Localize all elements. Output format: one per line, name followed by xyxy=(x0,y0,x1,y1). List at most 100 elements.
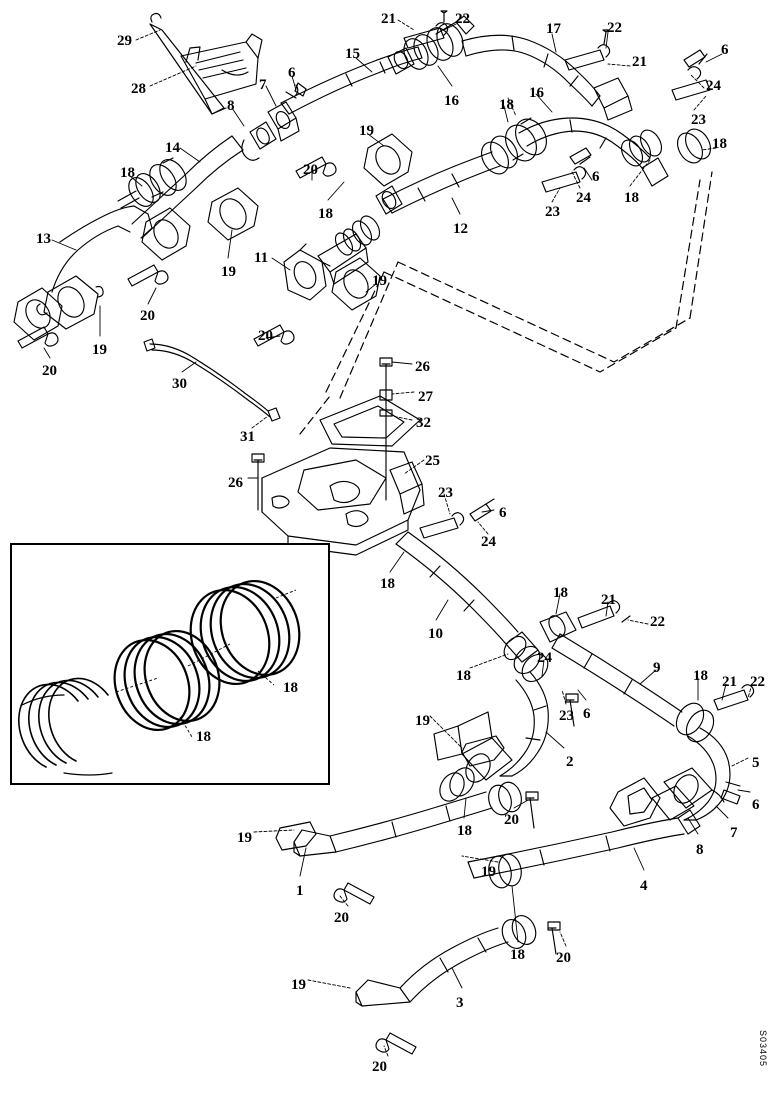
callout-16: 16 xyxy=(529,85,544,101)
callout-18: 18 xyxy=(380,576,395,592)
flange-19-left-2 xyxy=(13,287,63,341)
callout-24: 24 xyxy=(537,650,552,666)
callout-24: 24 xyxy=(706,78,721,94)
detail-view-bellows-rings xyxy=(10,543,330,785)
part-14-13-pipe xyxy=(51,135,244,293)
part-11-assembly xyxy=(283,215,381,301)
callout-18: 18 xyxy=(693,668,708,684)
callout-18: 18 xyxy=(457,823,472,839)
part-4-pipe xyxy=(467,809,701,889)
rings-18-part2 xyxy=(439,767,475,802)
callout-3: 3 xyxy=(456,995,464,1011)
callout-23: 23 xyxy=(438,485,453,501)
callout-18-inset-left: 18 xyxy=(196,729,211,745)
callout-19: 19 xyxy=(237,830,252,846)
callout-12: 12 xyxy=(453,221,468,237)
part-9-pipe xyxy=(539,611,715,743)
callout-7: 7 xyxy=(730,825,738,841)
callout-22: 22 xyxy=(650,614,665,630)
callout-20: 20 xyxy=(504,812,519,828)
part-25-base xyxy=(261,447,425,556)
callout-22: 22 xyxy=(750,674,765,690)
flange-19-mid xyxy=(207,187,259,241)
callout-18: 18 xyxy=(456,668,471,684)
callout-11: 11 xyxy=(254,250,269,266)
callout-29: 29 xyxy=(117,33,132,49)
callout-18: 18 xyxy=(712,136,727,152)
part-30-tube xyxy=(143,338,281,422)
bolts-26-27 xyxy=(251,357,393,511)
leader-lines xyxy=(43,19,753,1057)
flange-19-part1 xyxy=(275,821,317,851)
callout-10: 10 xyxy=(428,626,443,642)
callout-19: 19 xyxy=(359,123,374,139)
callout-20: 20 xyxy=(258,328,273,344)
callout-24: 24 xyxy=(481,534,496,550)
callout-20: 20 xyxy=(334,910,349,926)
callout-2: 2 xyxy=(566,754,574,770)
part-5-elbow xyxy=(651,727,741,821)
callout-19: 19 xyxy=(372,273,387,289)
callout-5: 5 xyxy=(752,755,760,771)
callout-18: 18 xyxy=(624,190,639,206)
callout-19: 19 xyxy=(92,342,107,358)
part-12-pipe xyxy=(363,133,501,215)
callout-27: 27 xyxy=(418,389,433,405)
callout-20: 20 xyxy=(372,1059,387,1075)
part-bracket-top-left xyxy=(149,12,263,115)
callout-6: 6 xyxy=(752,797,760,813)
callout-18: 18 xyxy=(510,947,525,963)
callout-30: 30 xyxy=(172,376,187,392)
callout-18: 18 xyxy=(120,165,135,181)
callout-15: 15 xyxy=(345,46,360,62)
dashed-assembly-lines xyxy=(299,171,713,435)
rings-18-mid xyxy=(480,117,547,175)
callout-21: 21 xyxy=(722,674,737,690)
clamps-top xyxy=(403,10,711,101)
callout-21: 21 xyxy=(381,11,396,27)
callout-19: 19 xyxy=(221,264,236,280)
callout-20: 20 xyxy=(140,308,155,324)
flange-19-left xyxy=(36,275,104,330)
drawing-reference-code: S03405 xyxy=(758,1030,768,1068)
callout-18: 18 xyxy=(318,206,333,222)
flange-8-right xyxy=(609,777,661,827)
callout-9: 9 xyxy=(653,660,661,676)
callout-25: 25 xyxy=(425,453,440,469)
callout-6: 6 xyxy=(721,42,729,58)
detail-view-line-art xyxy=(18,579,301,776)
callout-6: 6 xyxy=(499,505,507,521)
callout-22: 22 xyxy=(607,20,622,36)
callout-26: 26 xyxy=(415,359,430,375)
callout-18: 18 xyxy=(553,585,568,601)
flange-19-mid-2 xyxy=(141,207,191,261)
callout-19: 19 xyxy=(291,977,306,993)
callout-23: 23 xyxy=(691,112,706,128)
callout-31: 31 xyxy=(240,429,255,445)
callout-24: 24 xyxy=(576,190,591,206)
callout-18: 18 xyxy=(499,97,514,113)
callout-20: 20 xyxy=(303,162,318,178)
callout-19: 19 xyxy=(481,864,496,880)
callout-32: 32 xyxy=(416,415,431,431)
callout-16: 16 xyxy=(444,93,459,109)
bolts-20-upper xyxy=(17,156,337,349)
callout-1: 1 xyxy=(296,883,304,899)
part-1-pipe xyxy=(293,781,522,857)
callout-21: 21 xyxy=(601,592,616,608)
part-2-pipe xyxy=(433,671,549,783)
callout-13: 13 xyxy=(36,231,51,247)
part-10-pipe xyxy=(395,531,549,683)
flange-19-part11 xyxy=(331,257,381,311)
callout-20: 20 xyxy=(556,950,571,966)
callout-21: 21 xyxy=(632,54,647,70)
callout-6: 6 xyxy=(583,706,591,722)
callout-23: 23 xyxy=(545,204,560,220)
callout-28: 28 xyxy=(131,81,146,97)
flange-cluster-top xyxy=(241,82,307,161)
callout-4: 4 xyxy=(640,878,648,894)
flange-19-part3 xyxy=(461,735,505,767)
callout-14: 14 xyxy=(165,140,180,156)
rings-16-left xyxy=(387,23,464,75)
